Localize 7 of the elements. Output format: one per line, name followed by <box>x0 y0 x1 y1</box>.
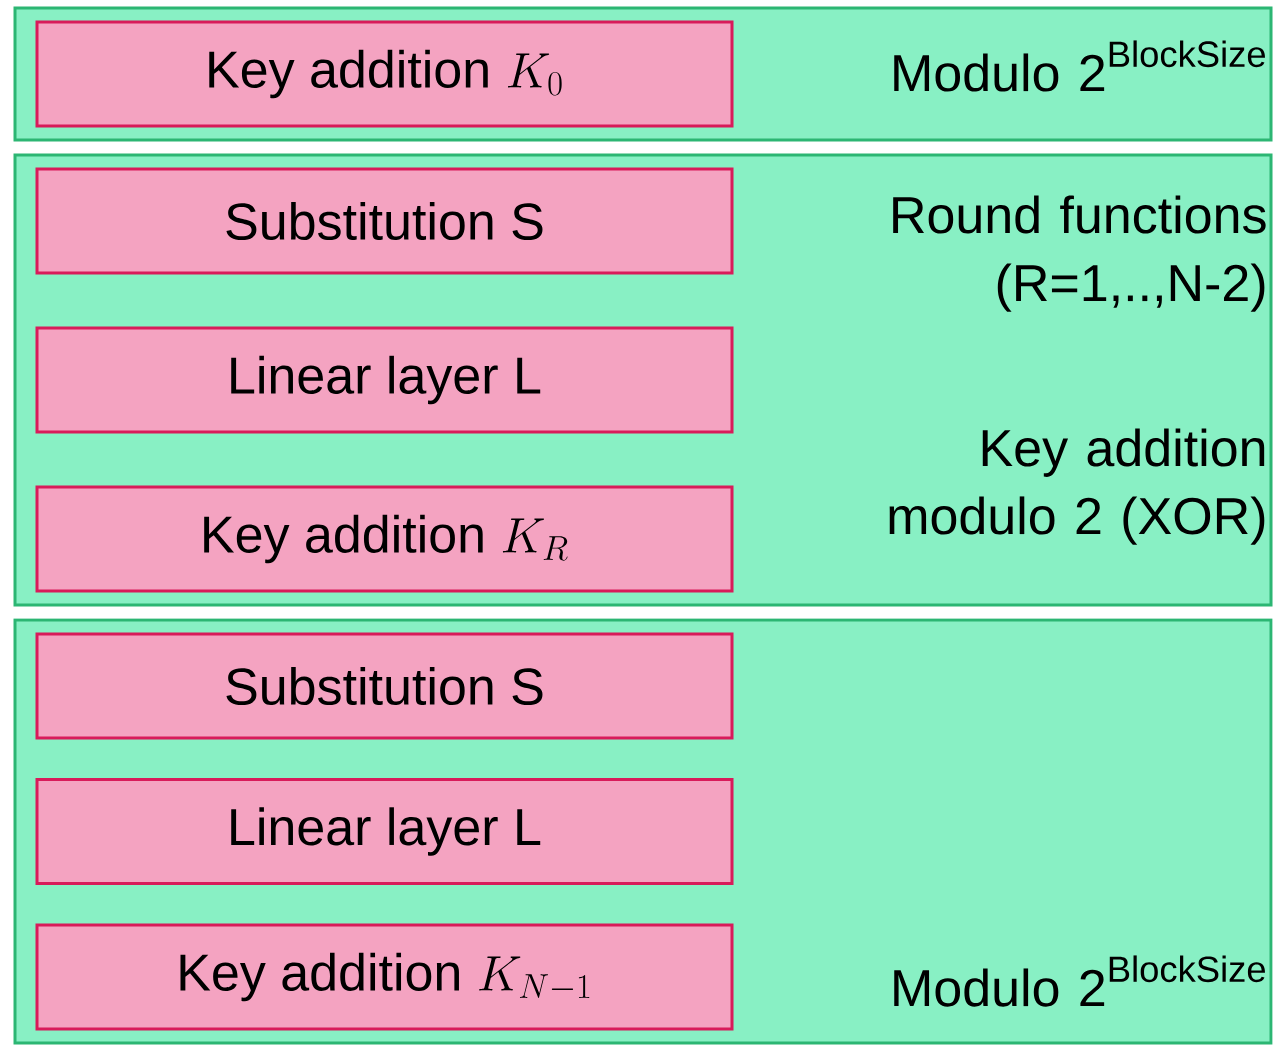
operation-box: Linear layer L <box>35 778 734 885</box>
operation-box: Substitution S <box>35 167 734 275</box>
operation-box: Linear layer L <box>35 326 734 434</box>
operation-box: $\text{Key addition }K_{0}$ <box>35 20 734 128</box>
operation-box: Substitution S <box>35 632 734 740</box>
operation-box: $\text{Key addition }K_{N-1}$ <box>35 923 734 1031</box>
operation-box: $\text{Key addition }K_{R}$ <box>35 485 734 593</box>
